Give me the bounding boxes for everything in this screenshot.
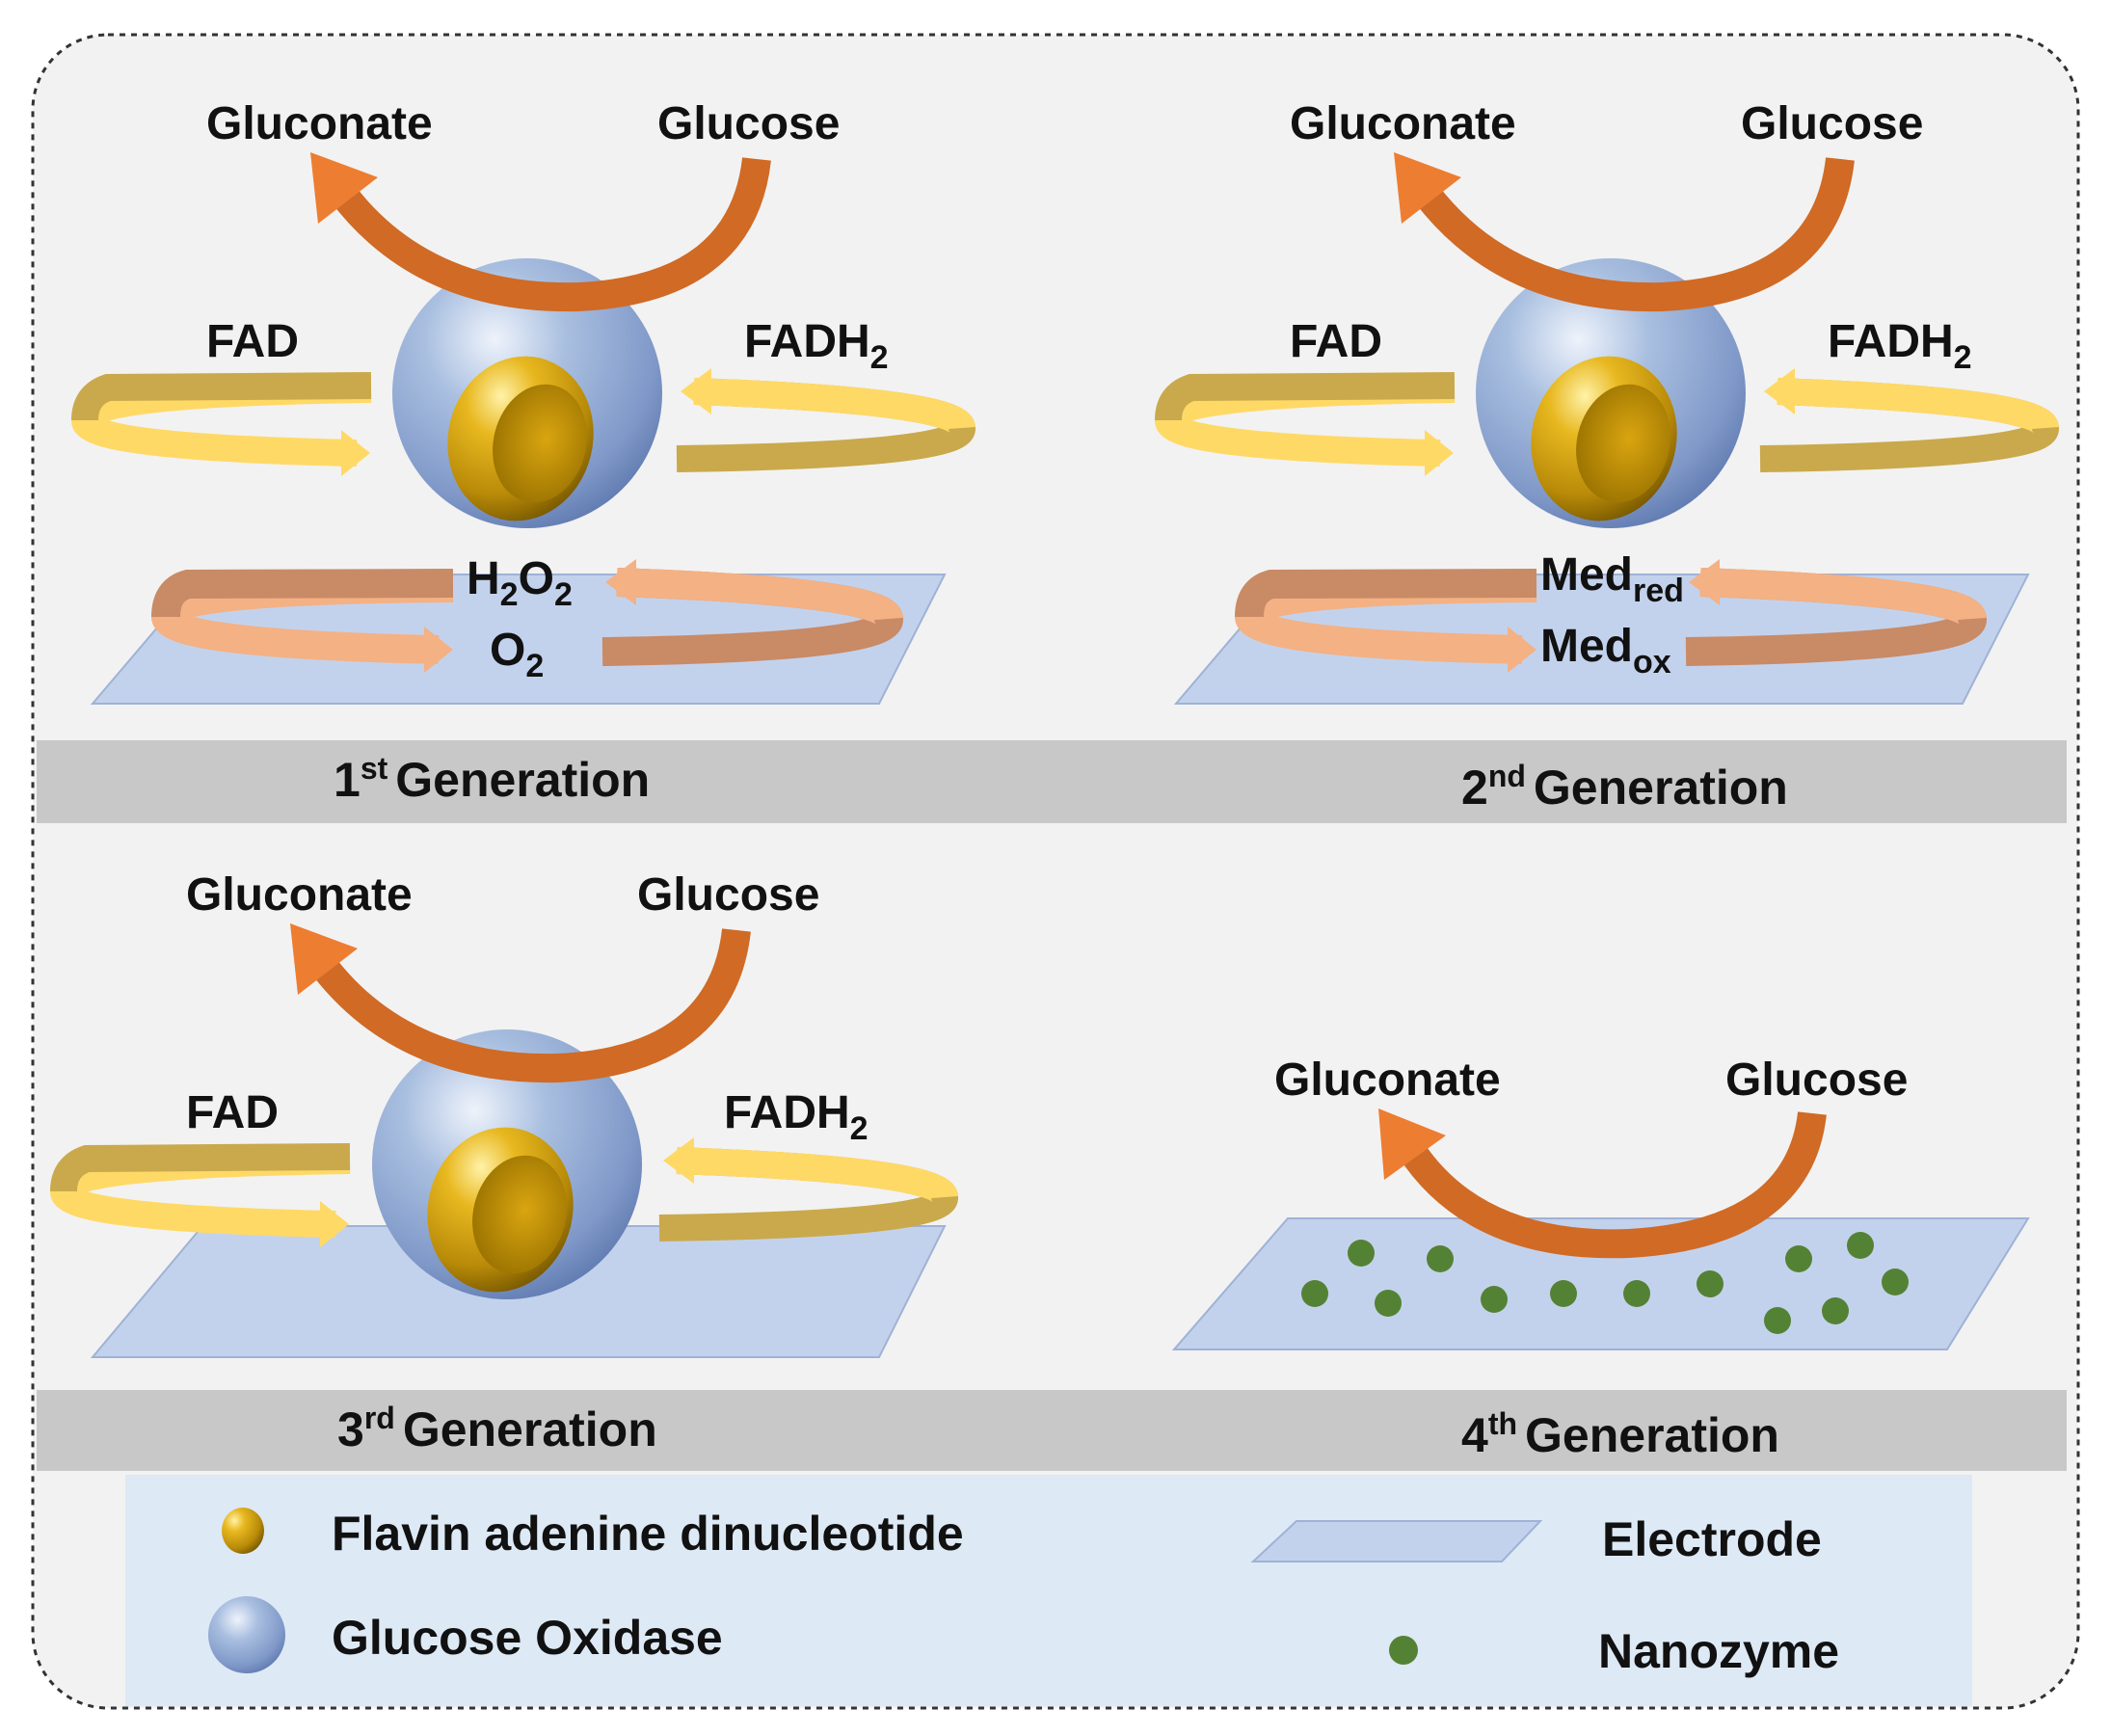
fad-cofactor-rim (472, 1155, 567, 1274)
glucose-arrow (1397, 1110, 1827, 1259)
gluconate-arrowhead (310, 152, 378, 224)
glucose-arrow (1414, 157, 1855, 312)
gluconate-arrowhead (1378, 1108, 1446, 1180)
gen3-substrate: Glucose (637, 869, 819, 921)
gen1-h2o2: H2O2 (467, 553, 573, 613)
gen4-substrate: Glucose (1725, 1055, 1908, 1106)
fad-cycle-ring (71, 368, 975, 476)
gen2-med-red: Medred (1540, 549, 1684, 609)
nanozyme-dot (1785, 1245, 1812, 1272)
gen1-fadh2: FADH2 (744, 316, 889, 376)
gen1-fad: FAD (206, 316, 299, 367)
legend-gox-label: Glucose Oxidase (332, 1611, 723, 1665)
legend-fad-icon (222, 1508, 264, 1554)
nanozyme-dot (1427, 1245, 1454, 1272)
gluconate-arrowhead (290, 923, 358, 995)
panel-gen3 (50, 923, 958, 1358)
panel-gen1 (71, 152, 975, 705)
gen2-fad: FAD (1290, 316, 1382, 367)
gen3-fadh2: FADH2 (724, 1087, 868, 1147)
gen1-o2: O2 (490, 625, 544, 684)
gen2-med-ox: Medox (1540, 621, 1671, 681)
legend-electrode-label: Electrode (1602, 1512, 1822, 1566)
gen2-product: Gluconate (1290, 98, 1516, 149)
generation-bar-bottom (37, 1390, 2067, 1471)
nanozyme-dot (1301, 1280, 1328, 1307)
legend-box (125, 1475, 1972, 1706)
nanozyme-dot (1697, 1270, 1724, 1297)
nanozyme-dot (1764, 1307, 1791, 1334)
gen1-product: Gluconate (206, 98, 433, 149)
nanozyme-dot (1481, 1286, 1508, 1313)
gen2-substrate: Glucose (1741, 98, 1923, 149)
gen4-product: Gluconate (1274, 1055, 1501, 1106)
glucose-arrow (331, 157, 771, 312)
gen2-fadh2: FADH2 (1828, 316, 1972, 376)
legend-nanozyme-icon (1389, 1636, 1418, 1665)
mediator-cycle-ring (1235, 559, 1987, 673)
nanozyme-dot (1550, 1280, 1577, 1307)
nanozyme-particles (1301, 1232, 1909, 1334)
legend-electrode-icon (1250, 1520, 1543, 1562)
nanozyme-dot (1822, 1297, 1849, 1324)
fad-cycle-ring (1155, 368, 2059, 476)
fad-cofactor-rim (1576, 384, 1670, 503)
fad-cycle-ring (50, 1137, 958, 1247)
legend-fad-label: Flavin adenine dinucleotide (332, 1507, 964, 1561)
glucose-arrow (310, 928, 751, 1083)
generation-bar-top (37, 740, 2067, 823)
panel-gen4 (1171, 1108, 2030, 1350)
panel-gen2 (1155, 152, 2059, 705)
nanozyme-dot (1847, 1232, 1874, 1259)
acceptor-cycle-ring (151, 559, 903, 673)
electrode (1171, 1217, 2030, 1350)
nanozyme-dot (1348, 1240, 1375, 1267)
gen3-product: Gluconate (186, 869, 413, 921)
gluconate-arrowhead (1394, 152, 1461, 224)
nanozyme-dot (1882, 1269, 1909, 1295)
gen1-substrate: Glucose (657, 98, 840, 149)
fad-cofactor-rim (493, 384, 587, 503)
legend (208, 1508, 1543, 1673)
nanozyme-dot (1375, 1290, 1402, 1317)
gen3-fad: FAD (186, 1087, 279, 1138)
nanozyme-dot (1623, 1280, 1650, 1307)
legend-nanozyme-label: Nanozyme (1598, 1624, 1839, 1678)
legend-gox-icon (208, 1596, 285, 1673)
